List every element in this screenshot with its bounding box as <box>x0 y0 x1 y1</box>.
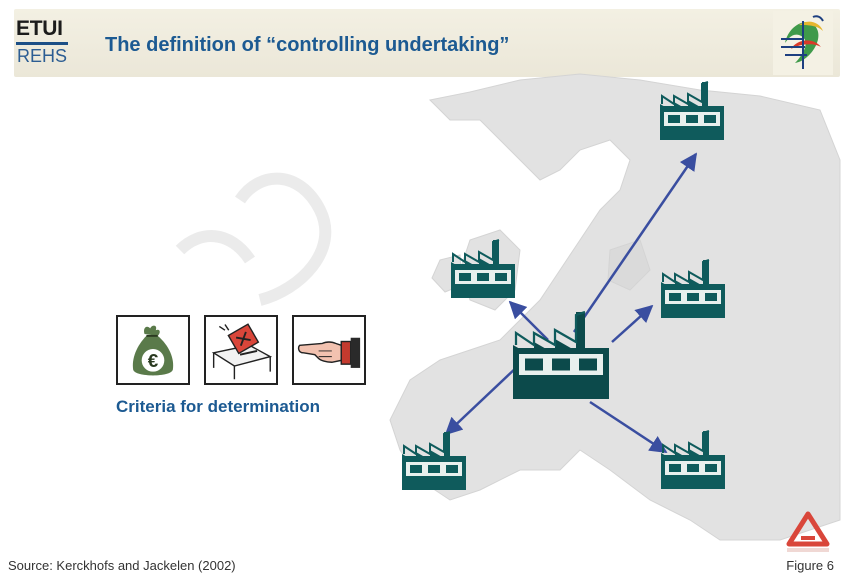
logo-rehs-text: REHS <box>17 46 68 66</box>
source-citation: Source: Kerckhofs and Jackelen (2002) <box>8 558 236 573</box>
ballot-box-icon <box>204 315 278 385</box>
arrow-to-north <box>572 152 698 333</box>
corner-logo <box>786 511 830 552</box>
etui-rehs-logo: ETUI REHS <box>16 18 68 74</box>
logo-divider <box>16 42 68 45</box>
slide-title: The definition of “controlling undertaki… <box>105 34 510 56</box>
figure-number: Figure 6 <box>786 558 834 573</box>
logo-etui-text: ETUI <box>16 17 63 40</box>
emblem-logo <box>773 11 833 75</box>
arrow-to-southeast <box>589 400 668 454</box>
header-band <box>14 9 840 77</box>
svg-text:€: € <box>148 350 159 371</box>
map-background-watermark <box>175 172 332 306</box>
criteria-label: Criteria for determination <box>116 397 321 416</box>
pointing-hand-icon <box>292 315 366 385</box>
arrows <box>444 152 698 454</box>
money-bag-icon: € <box>116 315 190 385</box>
arrow-to-southwest <box>444 365 519 436</box>
arrow-to-northwest <box>508 300 549 341</box>
factory-central-icon <box>513 310 609 399</box>
arrow-to-east <box>611 304 654 343</box>
